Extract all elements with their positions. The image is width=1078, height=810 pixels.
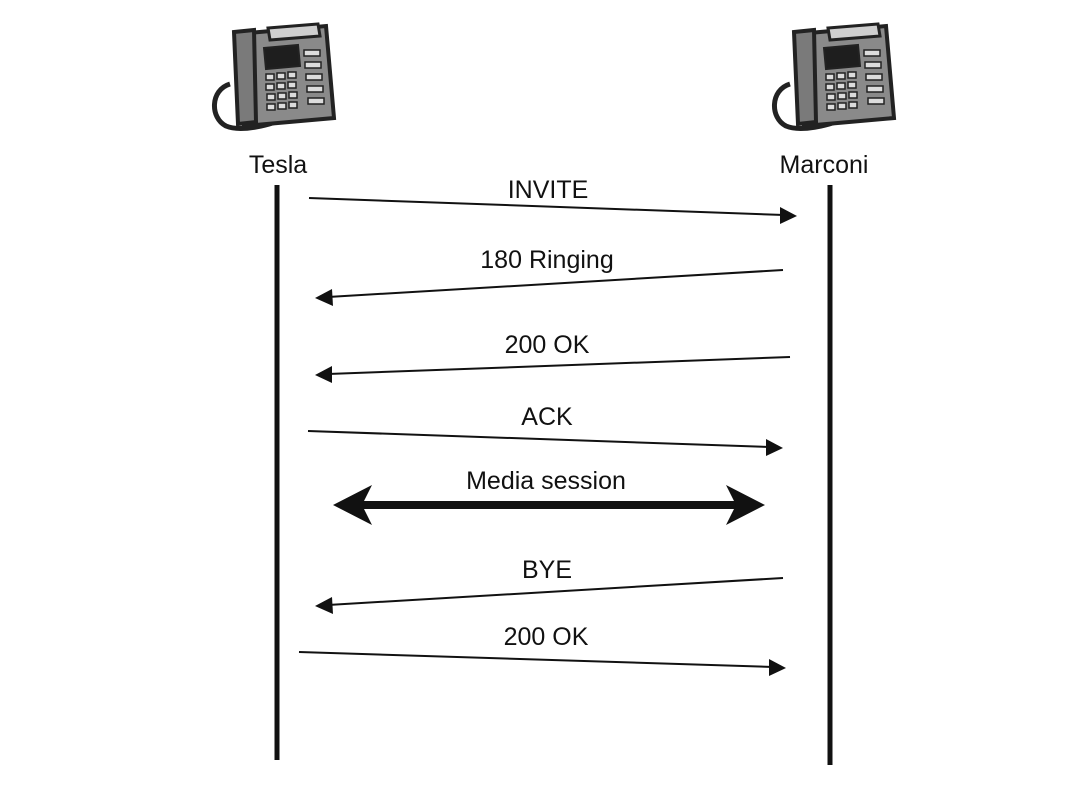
desk-phone-icon xyxy=(214,24,334,128)
arrowhead xyxy=(315,366,332,383)
message-arrow xyxy=(327,269,784,298)
arrowhead xyxy=(769,659,786,676)
message-arrow xyxy=(307,430,771,448)
message-label: Media session xyxy=(466,467,626,495)
message-arrow xyxy=(298,651,774,668)
message-arrow xyxy=(308,197,785,216)
arrowhead xyxy=(780,207,797,224)
arrowhead xyxy=(766,439,783,456)
arrowhead xyxy=(333,485,372,525)
message-label: ACK xyxy=(521,403,573,431)
message-label: INVITE xyxy=(508,176,589,204)
message-label: 180 Ringing xyxy=(480,246,613,274)
arrowhead xyxy=(315,597,333,614)
message-label: BYE xyxy=(522,556,572,584)
message-arrow xyxy=(327,577,784,606)
arrowhead xyxy=(315,289,333,306)
desk-phone-icon xyxy=(774,24,894,128)
message-label: 200 OK xyxy=(505,331,590,359)
message-arrow xyxy=(327,356,791,375)
participant-name: Marconi xyxy=(780,151,869,179)
participant-name: Tesla xyxy=(249,151,307,179)
arrowhead xyxy=(726,485,765,525)
message-label: 200 OK xyxy=(504,623,589,651)
